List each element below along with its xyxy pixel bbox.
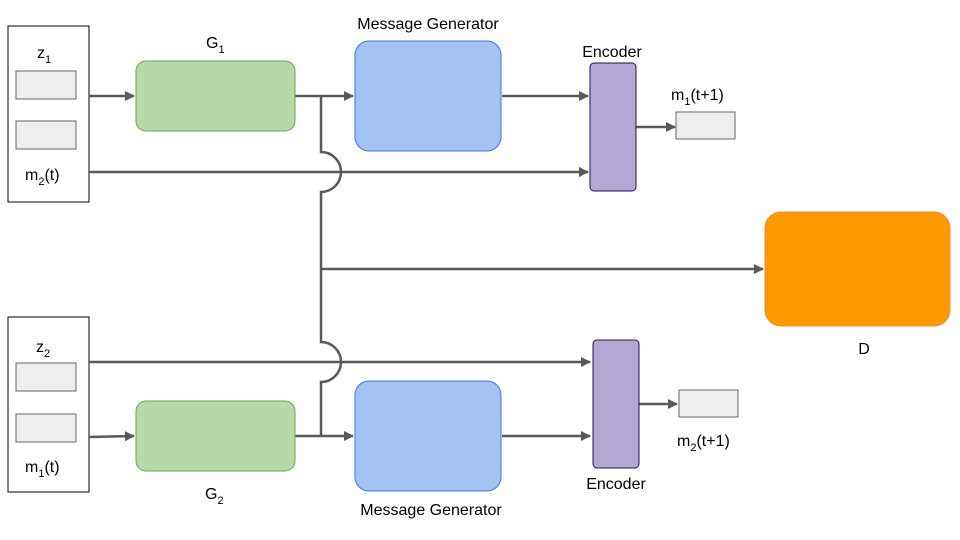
g1-label: G1 bbox=[206, 35, 225, 56]
input-panel-top: z1 m2(t) bbox=[7, 25, 90, 203]
m2-t-label: m2(t) bbox=[25, 167, 60, 188]
generator-g2-block bbox=[135, 400, 296, 472]
g2-label: G2 bbox=[205, 486, 224, 507]
message-generator-bottom-block bbox=[354, 380, 502, 492]
discriminator-block bbox=[764, 211, 951, 327]
encoder-top-label: Encoder bbox=[582, 44, 642, 61]
input-panel-bottom: z2 m1(t) bbox=[7, 316, 90, 493]
m2t-slot bbox=[15, 120, 77, 150]
m1-next-label: m1(t+1) bbox=[671, 87, 724, 108]
discriminator-label: D bbox=[858, 341, 870, 358]
z1-label: z1 bbox=[37, 45, 51, 66]
message-generator-bottom-label: Message Generator bbox=[360, 502, 502, 519]
encoder-bottom-label: Encoder bbox=[586, 476, 646, 493]
m1t-slot bbox=[15, 413, 77, 443]
message-generator-top-block bbox=[354, 40, 502, 152]
m2-next-label: m2(t+1) bbox=[677, 433, 730, 454]
message-generator-top-label: Message Generator bbox=[357, 16, 499, 33]
m2-next-slot bbox=[678, 389, 739, 418]
arrow-m1t-to-g2 bbox=[88, 431, 135, 442]
bus-to-discriminator bbox=[319, 96, 343, 436]
z2-label: z2 bbox=[36, 339, 50, 360]
m1-next-slot bbox=[675, 111, 736, 140]
m1-t-label: m1(t) bbox=[25, 459, 60, 480]
connections bbox=[88, 91, 764, 442]
encoder-top-block bbox=[589, 62, 637, 192]
z1-slot bbox=[15, 70, 77, 100]
z2-slot bbox=[15, 362, 77, 392]
generator-g1-block bbox=[135, 60, 296, 132]
encoder-bottom-block bbox=[592, 339, 640, 469]
